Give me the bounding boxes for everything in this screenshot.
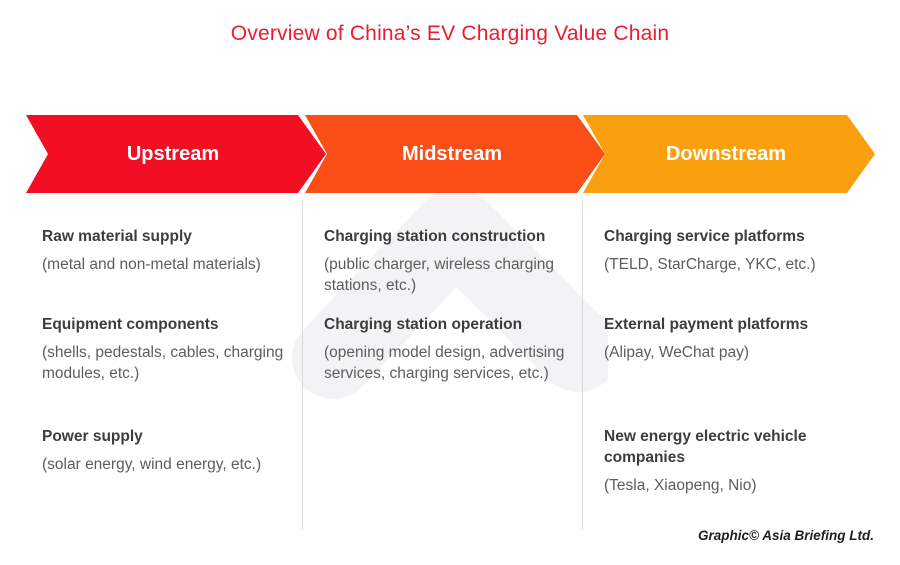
- item-detail: (shells, pedestals, cables, charging mod…: [42, 344, 284, 382]
- item-detail: (public charger, wireless charging stati…: [324, 256, 555, 294]
- column-divider-right: [582, 200, 583, 530]
- item-title: Charging station operation: [324, 316, 523, 333]
- item-title: New energy electric vehicle companies: [604, 428, 807, 466]
- column-divider-left: [302, 200, 303, 530]
- item-detail: (TELD, StarCharge, YKC, etc.): [604, 256, 816, 273]
- item-title: Charging station construction: [324, 228, 546, 245]
- item-title: Equipment components: [42, 316, 219, 333]
- asia-briefing-logo-watermark-icon: [292, 187, 608, 399]
- list-item: Charging service platforms (TELD, StarCh…: [604, 226, 846, 275]
- stage-arrow-downstream: Downstream: [583, 115, 875, 193]
- item-detail: (opening model design, advertising servi…: [324, 344, 565, 382]
- item-detail: (solar energy, wind energy, etc.): [42, 456, 262, 473]
- value-chain-arrows: Upstream Midstream Downstream: [0, 115, 900, 193]
- item-detail: (metal and non-metal materials): [42, 256, 261, 273]
- item-title: Raw material supply: [42, 228, 192, 245]
- item-detail: (Tesla, Xiaopeng, Nio): [604, 477, 757, 494]
- list-item: Equipment components (shells, pedestals,…: [42, 314, 296, 384]
- stage-label-downstream: Downstream: [665, 142, 787, 165]
- item-detail: (Alipay, WeChat pay): [604, 344, 750, 361]
- stage-arrow-midstream: Midstream: [305, 115, 605, 193]
- stage-arrow-upstream: Upstream: [26, 115, 326, 193]
- item-title: Charging service platforms: [604, 228, 805, 245]
- item-title: Power supply: [42, 428, 143, 445]
- credit-text: Graphic© Asia Briefing Ltd.: [698, 528, 874, 543]
- item-title: External payment platforms: [604, 316, 809, 333]
- list-item: Power supply (solar energy, wind energy,…: [42, 426, 296, 475]
- list-item: External payment platforms (Alipay, WeCh…: [604, 314, 846, 363]
- list-item: Charging station construction (public ch…: [324, 226, 566, 296]
- page-title: Overview of China’s EV Charging Value Ch…: [230, 22, 670, 45]
- list-item: Charging station operation (opening mode…: [324, 314, 566, 384]
- stage-label-upstream: Upstream: [126, 142, 220, 165]
- list-item: Raw material supply (metal and non-metal…: [42, 226, 296, 275]
- stage-label-midstream: Midstream: [401, 142, 503, 165]
- list-item: New energy electric vehicle companies (T…: [604, 426, 846, 496]
